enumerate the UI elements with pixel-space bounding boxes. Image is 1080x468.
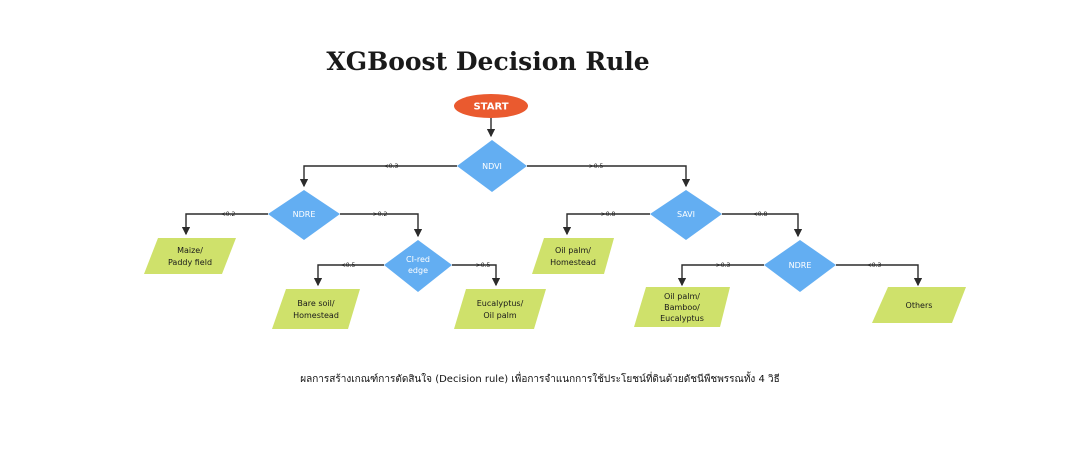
decision-savi-label: SAVI [677, 210, 695, 219]
edge-clred-bare [313, 264, 384, 287]
leaf-eucalyptus-line1: Eucalyptus/ [477, 299, 524, 308]
decision-clred-label-line2: edge [408, 266, 428, 275]
edge-label-ndre-left: <0.2 [221, 211, 236, 218]
decision-ndvi [457, 140, 527, 192]
decision-nodes: NDVI NDRE SAVI CI-red edge NDRE [268, 140, 836, 292]
decision-ndvi-label: NDVI [482, 162, 502, 171]
decision-clred-label-line1: CI-red [406, 255, 430, 264]
leaf-eucalyptus-line2: Oil palm [483, 311, 516, 320]
decision-clred [384, 240, 452, 292]
edge-label-ndre2-left: >0.3 [716, 262, 731, 269]
decision-savi [650, 190, 722, 240]
edges [181, 118, 923, 287]
leaf-bare-line2: Homestead [293, 311, 339, 320]
leaf-oilpalm-line2: Homestead [550, 258, 596, 267]
diagram-title: XGBoost Decision Rule [326, 47, 649, 76]
edge-ndre-clred [340, 213, 423, 238]
edge-label-savi-right: <0.8 [753, 211, 768, 218]
leaf-others-label: Others [906, 301, 933, 310]
leaf-oilpalm-line1: Oil palm/ [555, 246, 591, 255]
decision-ndre-left [268, 190, 340, 240]
edge-ndre-oilpalm-bamboo [677, 264, 764, 287]
leaf-others [872, 287, 966, 323]
leaf-obe-line1: Oil palm/ [664, 292, 700, 301]
leaf-bare-soil-homestead [272, 289, 360, 329]
start-node: START [454, 94, 528, 118]
edge-labels: <0.3 >0.5 <0.2 >0.2 <0.5 >0.5 >0.8 <0.8 … [221, 163, 882, 269]
figure-caption: ผลการสร้างเกณฑ์การตัดสินใจ (Decision rul… [300, 374, 780, 385]
edge-label-clred-right: >0.5 [476, 262, 491, 269]
edge-label-savi-left: >0.8 [601, 211, 616, 218]
start-label: START [473, 102, 508, 113]
start-ellipse [454, 94, 528, 118]
edge-ndvi-ndre [299, 165, 457, 188]
edge-label-ndvi-right: >0.5 [589, 163, 604, 170]
decision-ndre-right [764, 240, 836, 292]
edge-savi-oilpalm [562, 213, 650, 236]
leaf-nodes: Maize/ Paddy field Bare soil/ Homestead … [144, 238, 966, 329]
leaf-maize-line1: Maize/ [177, 246, 203, 255]
edge-ndre-others [836, 264, 923, 287]
leaf-obe-line3: Eucalyptus [660, 314, 704, 323]
edge-label-ndvi-left: <0.3 [384, 163, 399, 170]
leaf-maize-paddy [144, 238, 236, 274]
edge-ndre-maize [181, 213, 268, 236]
decision-ndre-left-label: NDRE [293, 210, 316, 219]
edge-clred-eucalyptus [452, 264, 501, 287]
leaf-obe-line2: Bamboo/ [664, 303, 700, 312]
edge-label-ndre2-right: <0.3 [867, 262, 882, 269]
edge-savi-ndre [722, 213, 803, 238]
decision-ndre-right-label: NDRE [789, 261, 812, 270]
edge-label-clred-left: <0.5 [341, 262, 356, 269]
leaf-eucalyptus-oilpalm [454, 289, 546, 329]
leaf-oilpalm-homestead [532, 238, 614, 274]
leaf-bare-line1: Bare soil/ [297, 299, 334, 308]
edge-ndvi-savi [527, 165, 691, 188]
leaf-maize-line2: Paddy field [168, 258, 212, 267]
edge-label-ndre-right: >0.2 [373, 211, 388, 218]
leaf-oilpalm-bamboo-eucalyptus [634, 287, 730, 327]
